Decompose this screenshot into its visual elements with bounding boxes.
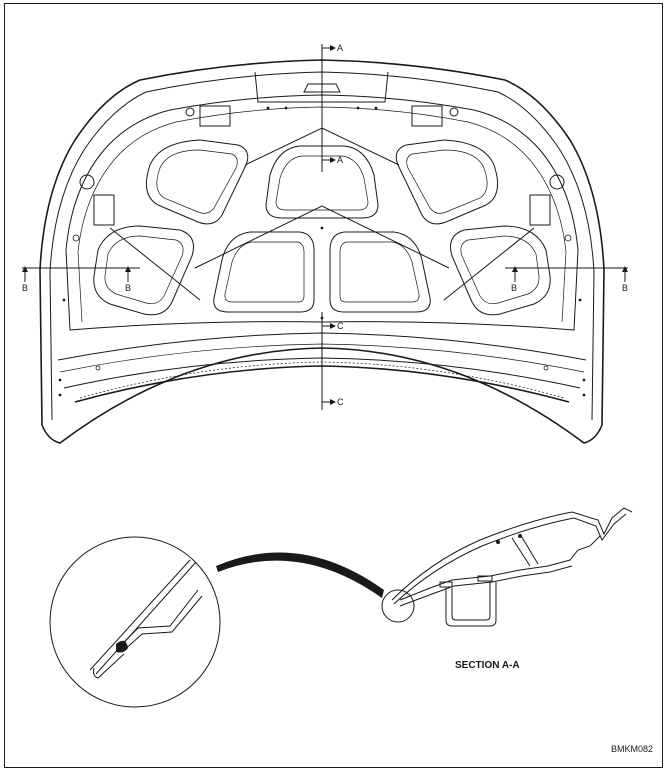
label-c-mid: C — [337, 321, 344, 331]
detail-magnified — [49, 536, 221, 708]
hood-outline — [39, 59, 605, 444]
detail-leader — [216, 552, 384, 598]
label-b-right: B — [511, 283, 517, 293]
label-b-far-right: B — [622, 283, 628, 293]
label-a-mid: A — [337, 155, 343, 165]
section-line-a — [321, 44, 336, 172]
label-b-far-left: B — [22, 283, 28, 293]
figure-code: BMKM082 — [611, 744, 653, 754]
label-b-left: B — [125, 283, 131, 293]
section-line-b — [22, 266, 628, 282]
hood-cutouts — [93, 127, 551, 316]
label-a-top: A — [337, 43, 343, 53]
label-c-bottom: C — [337, 397, 344, 407]
section-line-c — [321, 312, 336, 410]
drawing-frame — [4, 3, 663, 768]
section-title: SECTION A-A — [455, 660, 520, 671]
section-profile — [381, 507, 633, 627]
